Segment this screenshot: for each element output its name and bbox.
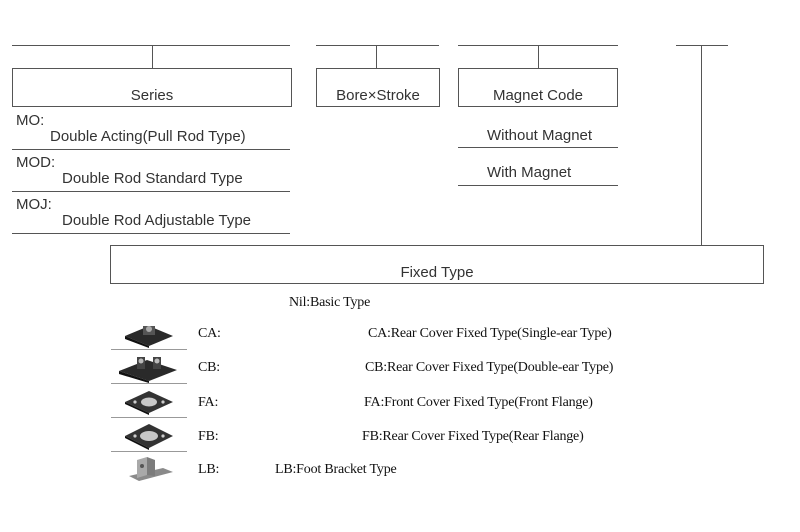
fixed-desc-cb: CB:Rear Cover Fixed Type(Double-ear Type… [365,360,614,375]
fixed-thumb-ca [111,318,187,350]
magnet-underline-with [458,185,618,186]
fixed-code-cb: CB: [198,360,220,375]
series-underline-mo [12,149,290,150]
series-underline-moj [12,233,290,234]
fixed-desc-fb: FB:Rear Cover Fixed Type(Rear Flange) [362,429,584,444]
series-code-mod: MOD: [16,154,56,171]
fixed-desc-ca: CA:Rear Cover Fixed Type(Single-ear Type… [368,326,612,341]
fixed-thumb-fa [111,386,187,418]
bore-stroke-header: Bore×Stroke [316,68,440,107]
magnet-top-stem [538,45,539,68]
magnet-option-with: With Magnet [487,164,572,181]
series-code-moj: MOJ: [16,196,52,213]
fixed-desc-lb: LB:Foot Bracket Type [275,462,397,477]
series-desc-mo: Double Acting(Pull Rod Type) [50,128,246,145]
fixed-type-header: Fixed Type [110,245,764,284]
fixed-code-lb: LB: [198,462,220,477]
series-code-mo: MO: [16,112,45,129]
fixed-thumb-cb [111,352,187,384]
series-desc-moj: Double Rod Adjustable Type [62,212,252,229]
fixed-code-ca: CA: [198,326,221,341]
series-top-line [12,45,290,46]
fixed-nil-basic: Nil:Basic Type [289,295,371,310]
fixed-stem [701,45,702,245]
fixed-thumb-lb [111,454,187,485]
magnet-option-without: Without Magnet [487,127,593,144]
rear-flange-icon [125,424,173,450]
magnet-code-header: Magnet Code [458,68,618,107]
fixed-code-fb: FB: [198,429,219,444]
series-header: Series [12,68,292,107]
fixed-thumb-fb [111,420,187,452]
front-flange-icon [125,391,173,415]
series-underline-mod [12,191,290,192]
bore-top-line [316,45,439,46]
double-ear-mount-icon [119,357,177,383]
fixed-top-line [676,45,728,46]
single-ear-mount-icon [125,326,173,348]
series-top-stem [152,45,153,68]
series-desc-mod: Double Rod Standard Type [62,170,243,187]
foot-bracket-icon [129,457,173,481]
fixed-desc-fa: FA:Front Cover Fixed Type(Front Flange) [364,395,593,410]
magnet-underline-without [458,147,618,148]
fixed-code-fa: FA: [198,395,219,410]
bore-top-stem [376,45,377,68]
